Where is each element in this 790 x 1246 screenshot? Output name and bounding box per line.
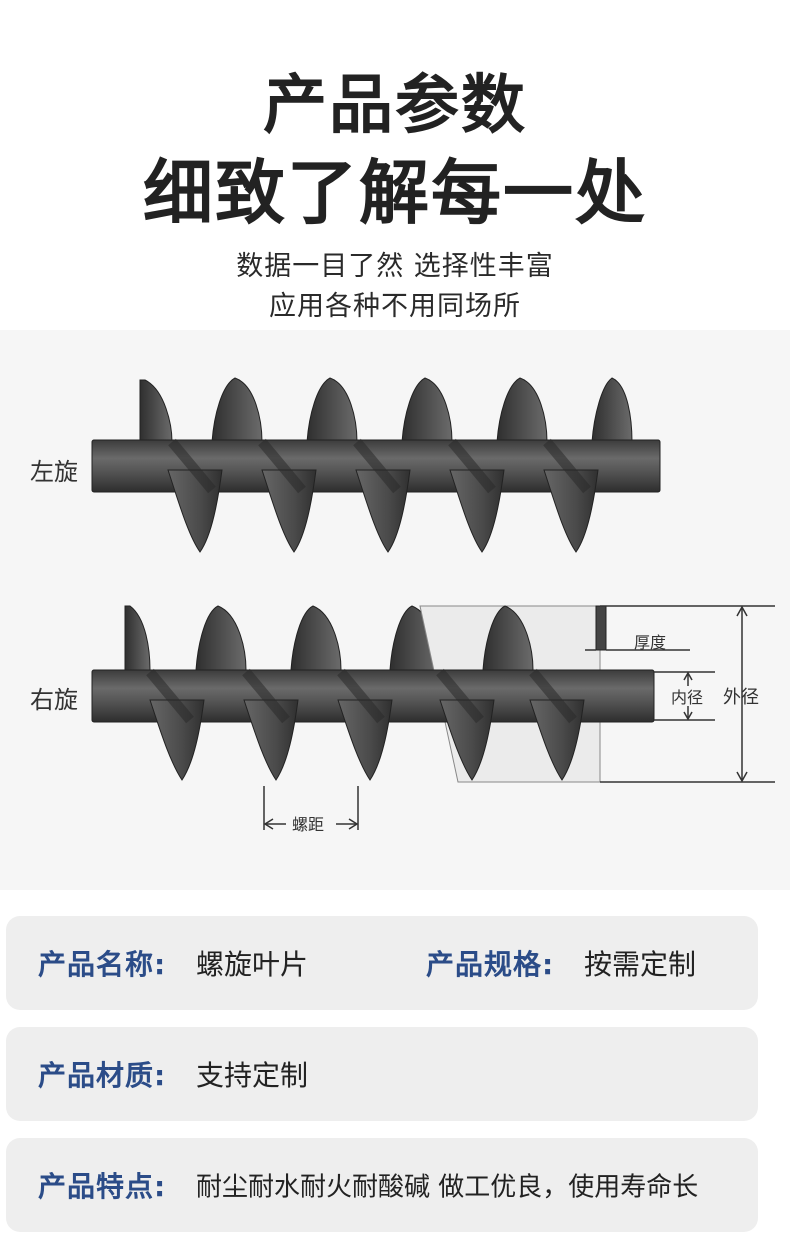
screw-flight-diagram: 左旋 右旋 厚度 内径 外径 螺距: [0, 330, 790, 890]
product-spec-label: 产品规格:: [426, 948, 555, 981]
right-hand-screw: [91, 605, 655, 783]
spec-card-material: 产品材质: 支持定制: [6, 1027, 758, 1121]
subtitle-line2: 应用各种不用同场所: [269, 291, 521, 322]
inner-diameter-label: 内径: [671, 689, 703, 707]
subtitle-line1: 数据一目了然 选择性丰富: [236, 251, 554, 282]
product-spec-value: 按需定制: [584, 948, 697, 981]
header-section: [0, 0, 790, 330]
page-title-line2: 细致了解每一处: [143, 152, 647, 234]
pitch-label: 螺距: [292, 816, 324, 834]
screw-flight-illustration: 左旋 右旋 厚度 内径 外径 螺距: [30, 377, 775, 836]
spec-card-name-spec: 产品名称: 螺旋叶片 产品规格: 按需定制: [6, 916, 758, 1010]
product-name-label: 产品名称:: [38, 948, 167, 981]
dimension-lines: [263, 605, 775, 830]
right-hand-label: 右旋: [30, 687, 78, 714]
thickness-label: 厚度: [634, 634, 666, 652]
product-feature-value: 耐尘耐水耐火耐酸碱 做工优良，使用寿命长: [196, 1172, 699, 1203]
page-title-line1: 产品参数: [263, 69, 527, 143]
outer-diameter-label: 外径: [723, 687, 759, 707]
left-hand-label: 左旋: [30, 459, 78, 486]
product-feature-label: 产品特点:: [38, 1170, 167, 1203]
spec-card-features: 产品特点: 耐尘耐水耐火耐酸碱 做工优良，使用寿命长: [6, 1138, 758, 1232]
product-name-value: 螺旋叶片: [196, 948, 309, 981]
product-material-label: 产品材质:: [38, 1059, 167, 1092]
left-hand-screw: [91, 377, 661, 553]
product-material-value: 支持定制: [196, 1059, 309, 1092]
